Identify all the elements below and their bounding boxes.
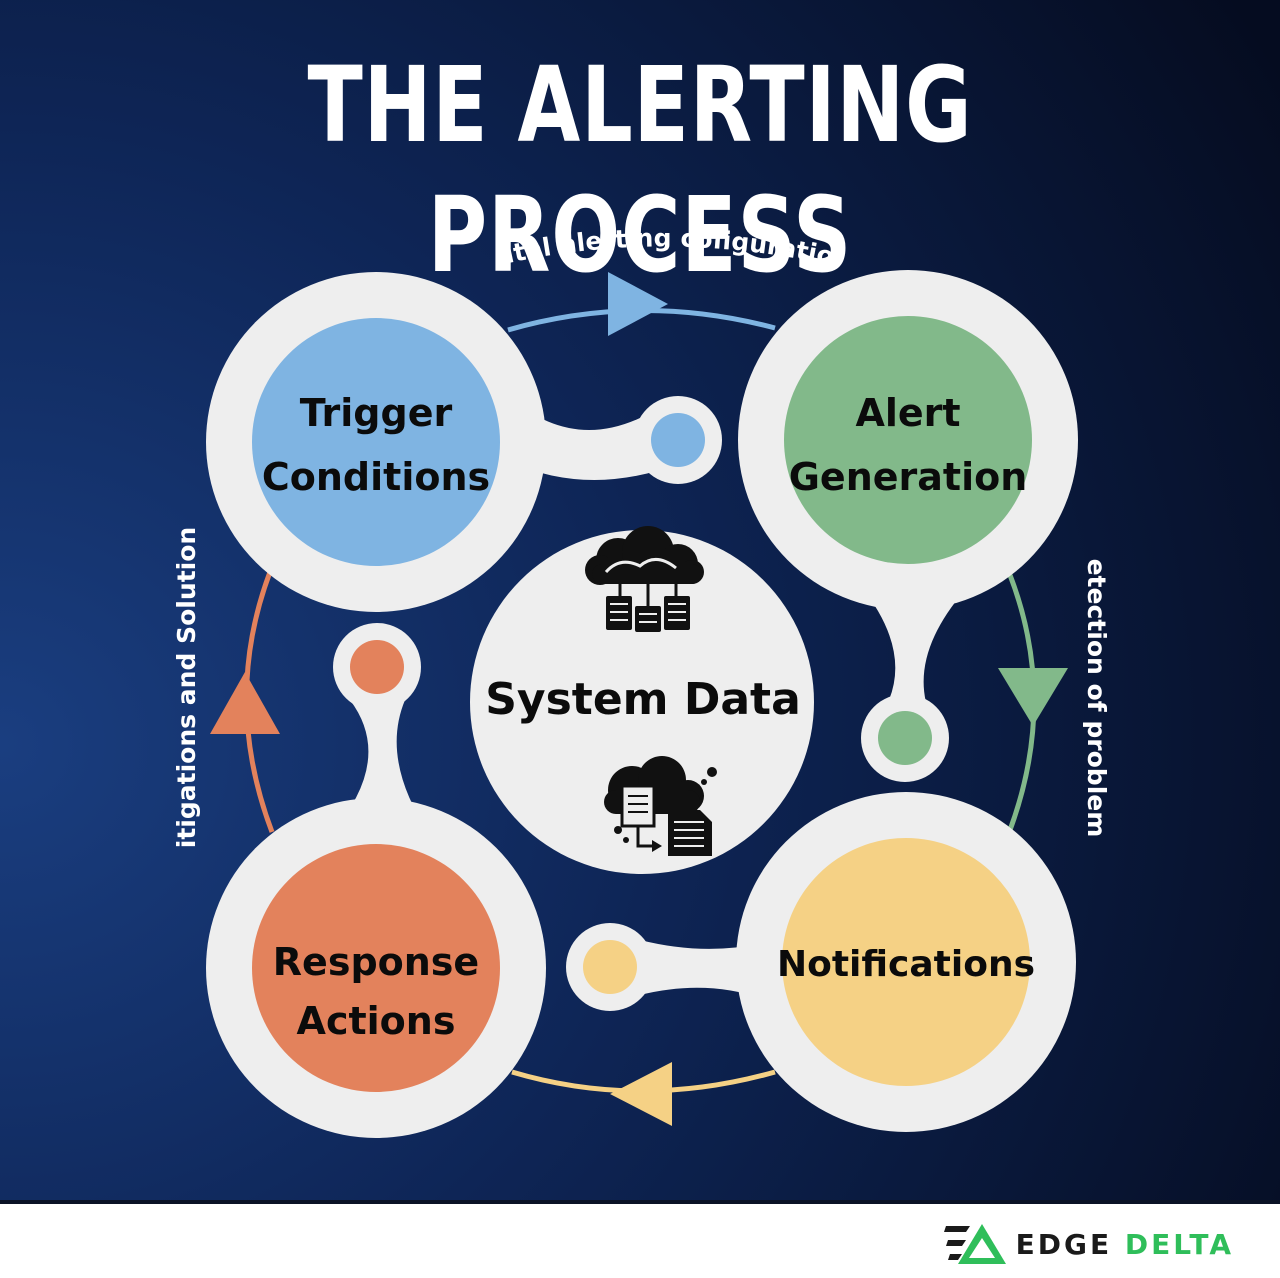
node-response-core bbox=[252, 844, 500, 1092]
node-notifications-satellite-dot bbox=[583, 940, 637, 994]
node-response-label-line1: Response bbox=[273, 940, 479, 984]
node-alert-core bbox=[784, 316, 1032, 564]
arrow-left-up-icon bbox=[210, 672, 280, 734]
node-trigger-conditions: Trigger Conditions bbox=[206, 272, 722, 612]
node-alert-label-line1: Alert bbox=[855, 391, 960, 435]
arc-label-top: Inital alerting cofiguration bbox=[0, 0, 837, 271]
node-trigger-core bbox=[252, 318, 500, 566]
node-alert-label-line2: Generation bbox=[789, 455, 1028, 499]
node-system-data: System Data bbox=[470, 526, 814, 874]
node-notifications-label: Notifications bbox=[777, 944, 1035, 985]
cloud-servers-icon bbox=[585, 526, 704, 632]
node-trigger-satellite-dot bbox=[651, 413, 705, 467]
cloud-documents-icon bbox=[604, 756, 717, 856]
page-title: THE ALERTING PROCESS bbox=[307, 44, 973, 296]
node-trigger-label-line1: Trigger bbox=[300, 391, 453, 435]
node-system-data-circle bbox=[470, 530, 814, 874]
node-alert-satellite-dot bbox=[878, 711, 932, 765]
node-response-satellite-dot bbox=[350, 640, 404, 694]
node-response-actions: Response Actions bbox=[206, 623, 546, 1138]
arrowheads bbox=[210, 272, 1068, 1126]
arrow-right-down-icon bbox=[998, 668, 1068, 726]
process-diagram: Inital alerting cofiguration Detection o… bbox=[0, 0, 1078, 1138]
logo-word-delta: DELTA bbox=[1124, 1227, 1234, 1261]
center-label: System Data bbox=[485, 674, 801, 725]
footer-bar bbox=[0, 1200, 1280, 1278]
node-alert-connector bbox=[860, 585, 965, 720]
node-alert-generation: Alert Generation bbox=[738, 270, 1078, 782]
brand-logo: EDGE DELTA bbox=[943, 1222, 1234, 1266]
edge-delta-mark-icon bbox=[943, 1224, 1006, 1264]
arrow-top-right-icon bbox=[608, 272, 668, 336]
logo-wordmark: EDGE DELTA bbox=[1016, 1228, 1234, 1261]
node-trigger-label-line2: Conditions bbox=[262, 455, 490, 499]
arrow-bottom-left-icon bbox=[610, 1062, 672, 1126]
logo-word-edge: EDGE bbox=[1015, 1227, 1113, 1261]
arc-label-left: Mitigations and Solutions bbox=[0, 0, 201, 848]
node-response-label-line2: Actions bbox=[297, 999, 456, 1043]
node-notifications-core bbox=[782, 838, 1030, 1086]
node-notifications: Notifications bbox=[566, 792, 1076, 1132]
